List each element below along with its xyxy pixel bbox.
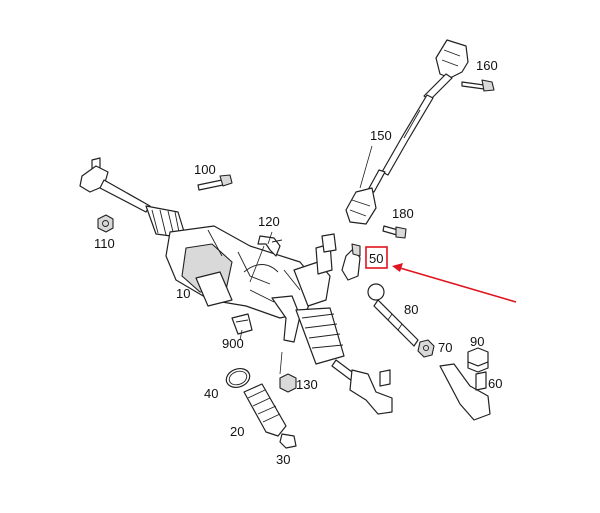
callout-50: 50 [369, 251, 383, 266]
callout-60: 60 [488, 376, 502, 391]
steering-shaft-150 [345, 39, 469, 225]
bolt-160 [461, 79, 495, 92]
tie-rod-end-center [349, 369, 393, 415]
clip-120 [257, 235, 283, 257]
callout-20: 20 [230, 424, 244, 439]
callout-130: 130 [296, 377, 318, 392]
callout-120: 120 [258, 214, 280, 229]
callout-90: 90 [470, 334, 484, 349]
clamp-30 [279, 433, 297, 449]
callout-80: 80 [404, 302, 418, 317]
bracket-900 [231, 313, 253, 335]
callout-100: 100 [194, 162, 216, 177]
bolt-180 [382, 225, 407, 239]
tie-rod-end-left [79, 157, 151, 213]
callout-160: 160 [476, 58, 498, 73]
callout-30: 30 [276, 452, 290, 467]
nut-90 [467, 347, 489, 373]
highlight-arrowhead [392, 263, 403, 272]
callout-180: 180 [392, 206, 414, 221]
nut-110 [97, 214, 114, 233]
callout-10: 10 [176, 286, 190, 301]
boot-20 [243, 383, 287, 437]
inner-tie-rod-80 [367, 283, 419, 347]
pinion-50 [341, 243, 361, 281]
callout-110: 110 [94, 236, 115, 251]
nut-130 [279, 373, 297, 393]
bolt-100 [197, 174, 233, 191]
highlight-annotation [365, 246, 517, 303]
highlight-arrow [399, 267, 517, 303]
callout-40: 40 [204, 386, 218, 401]
leader-lines [239, 145, 373, 375]
steering-rack-10 [145, 205, 361, 385]
nut-70 [417, 339, 435, 358]
tie-rod-end-60 [439, 363, 491, 421]
callout-900: 900 [222, 336, 244, 351]
highlight-box [365, 246, 388, 269]
callout-labels: 150 160 100 180 110 120 50 10 80 900 90 … [94, 58, 502, 467]
clamp-40 [225, 367, 251, 389]
callout-150: 150 [370, 128, 392, 143]
callout-70: 70 [438, 340, 452, 355]
